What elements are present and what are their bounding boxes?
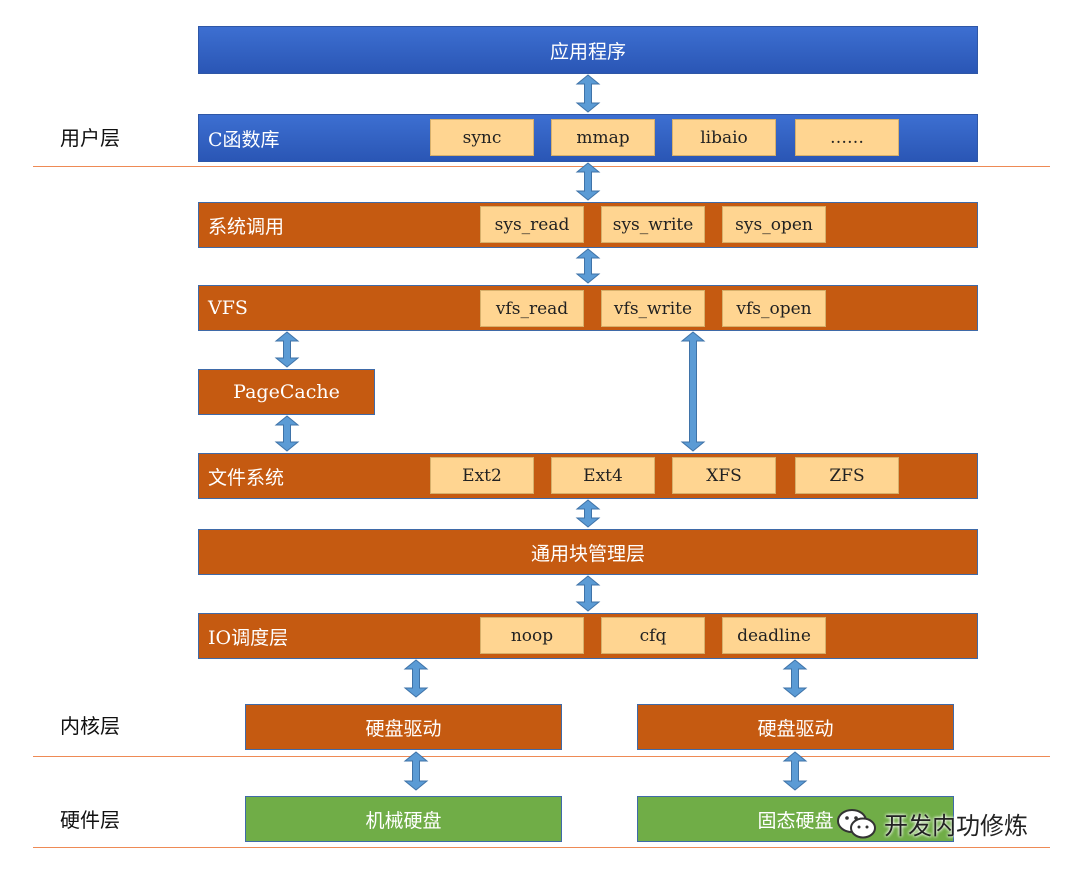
chip-sys-write: sys_write [601,206,705,243]
layer-label-hardware: 硬件层 [60,808,120,832]
chip-ext2: Ext2 [430,457,534,494]
filesystem-title: 文件系统 [208,466,285,489]
application-title: 应用程序 [549,40,626,63]
driver-left-title: 硬盘驱动 [365,717,442,740]
watermark-text: 开发内功修炼 [884,812,1028,840]
driver-left: 硬盘驱动 [245,704,562,750]
chip-sys-open: sys_open [722,206,826,243]
io-scheduler-bar: IO调度层 [198,613,978,659]
layer-label-kernel: 内核层 [60,714,120,738]
disk-ssd-title: 固态硬盘 [757,809,834,832]
driver-right: 硬盘驱动 [637,704,954,750]
application-bar: 应用程序 [198,26,978,74]
disk-hdd-title: 机械硬盘 [365,809,442,832]
chip-deadline: deadline [722,617,826,654]
arrow-fs-block [575,499,601,528]
disk-hdd: 机械硬盘 [245,796,562,842]
driver-right-title: 硬盘驱动 [757,717,834,740]
chip-vfs-read: vfs_read [480,290,584,327]
arrow-vfs-fs-direct [680,331,706,452]
chip-sync: sync [430,119,534,156]
chip-xfs: XFS [672,457,776,494]
syscall-title: 系统调用 [208,215,285,238]
arrow-vfs-pagecache [274,331,300,368]
arrow-app-clib [575,74,601,113]
block-layer-title: 通用块管理层 [530,542,645,565]
chip-cfq: cfq [601,617,705,654]
io-scheduler-title: IO调度层 [208,626,289,649]
syscall-bar: 系统调用 [198,202,978,248]
chip-ext4: Ext4 [551,457,655,494]
chip-vfs-write: vfs_write [601,290,705,327]
arrow-io-driver-right [782,659,808,698]
chip-sys-read: sys_read [480,206,584,243]
vfs-bar: VFS [198,285,978,331]
vfs-title: VFS [208,297,248,319]
separator-user-kernel [33,166,1050,167]
arrow-syscall-vfs [575,248,601,284]
chip-ellipsis: …… [795,119,899,156]
disk-ssd: 固态硬盘 [637,796,954,842]
watermark: 开发内功修炼 [836,806,1028,841]
pagecache-title: PageCache [233,381,340,403]
arrow-clib-syscall [575,162,601,201]
chip-noop: noop [480,617,584,654]
separator-kernel-hardware [33,756,1050,757]
c-library-title: C函数库 [208,128,280,151]
arrow-io-driver-left [403,659,429,698]
arrow-pagecache-fs [274,415,300,452]
arrow-driver-hdd-left [403,751,429,791]
separator-bottom [33,847,1050,848]
pagecache-box: PageCache [198,369,375,415]
layer-label-user: 用户层 [60,126,120,150]
chip-mmap: mmap [551,119,655,156]
chip-vfs-open: vfs_open [722,290,826,327]
arrow-driver-ssd-right [782,751,808,791]
chip-zfs: ZFS [795,457,899,494]
block-layer-bar: 通用块管理层 [198,529,978,575]
arrow-block-io [575,575,601,612]
chip-libaio: libaio [672,119,776,156]
wechat-icon [837,808,876,838]
